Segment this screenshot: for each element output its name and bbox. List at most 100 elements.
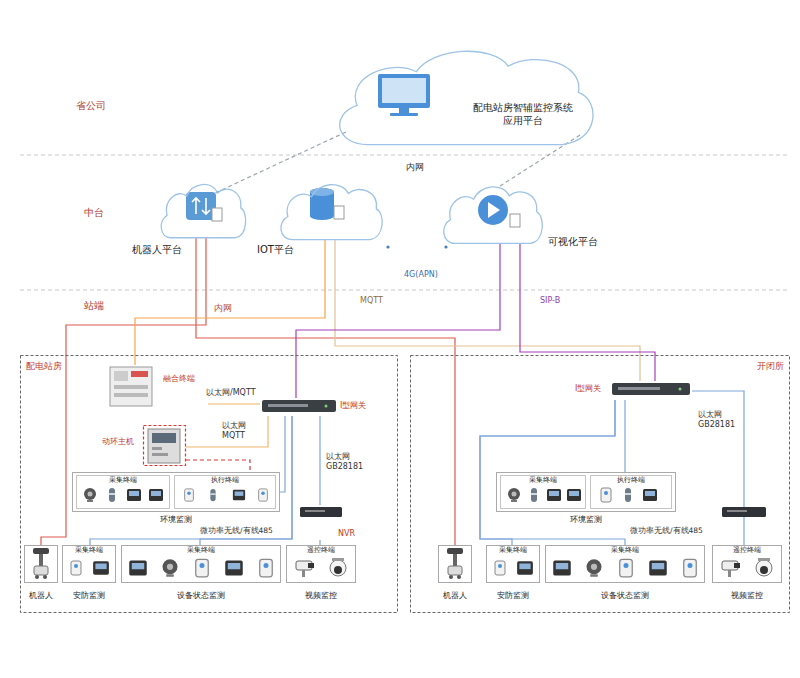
actuator-icon (601, 488, 611, 502)
video-icon (478, 195, 508, 225)
gateway-switch (618, 387, 660, 390)
database-icon (334, 206, 344, 219)
robot-icon (33, 548, 49, 579)
nvr-device (300, 507, 342, 517)
camera-icon (756, 558, 772, 576)
node-label: 机器人 (438, 591, 472, 601)
edge-label: 以太网/MQTT (206, 388, 256, 398)
node-label: 融合终端 (163, 374, 195, 384)
fusion-terminal-cabinet (110, 367, 152, 406)
computer-icon (399, 108, 409, 113)
video-icon (488, 202, 500, 218)
host-device (152, 447, 162, 450)
equipment-icon (587, 559, 602, 577)
monitor-group: 环境监测 采集终端执行终端 (496, 472, 676, 526)
robot-icon (447, 548, 463, 579)
box-outline (546, 546, 705, 583)
box-outline (497, 473, 676, 512)
node-label: 配电站房 (26, 361, 62, 372)
gateway: I型网关 (572, 381, 692, 400)
dot (386, 245, 389, 248)
actuator-icon (643, 489, 657, 501)
node-label: 采集终端 (545, 546, 705, 555)
node-label: 设备状态监测 (121, 591, 281, 601)
node-label: 执行终端 (174, 476, 276, 485)
fusion-terminal-cabinet (114, 385, 148, 389)
connector (186, 460, 250, 472)
equipment-icon (163, 559, 178, 577)
sensor-icon (508, 488, 520, 502)
nvr-device (727, 510, 747, 512)
equipment-icon (620, 559, 633, 577)
free-label: SIP-B (540, 296, 560, 306)
host-device (152, 433, 176, 443)
station-region: 开闭所I型网关环境监测采集终端执行终端机器人采集终端安防监测采集终端设备状态监测… (410, 355, 790, 613)
node-label: 环境监测 (496, 515, 676, 525)
box-outline (175, 476, 276, 509)
equipment-icon (196, 559, 209, 577)
sensor-icon (109, 488, 115, 502)
box-outline (439, 546, 472, 583)
fusion-terminal-cabinet (114, 393, 148, 397)
monitor-group: 采集终端设备状态监测 (121, 545, 281, 607)
node-label: 可视化平台 (548, 236, 598, 249)
monitor-group: 环境监测采集终端执行终端 (72, 472, 280, 526)
sensor-icon (84, 488, 96, 502)
terminal-group: 采集终端 (500, 475, 586, 509)
free-label: 省公司 (76, 100, 106, 113)
node-label: 机器人平台 (132, 244, 182, 257)
dot (444, 245, 447, 248)
monitor-group: 采集终端安防监测 (486, 545, 540, 607)
free-label: MQTT (360, 296, 383, 306)
node-outline (330, 40, 600, 152)
node-outline (410, 355, 790, 613)
node-label: NVR (338, 529, 355, 539)
connector (319, 416, 320, 505)
fusion-terminal-cabinet (110, 367, 152, 406)
exchange-icon (192, 198, 210, 214)
connector (319, 540, 320, 545)
tier-separator (20, 155, 790, 156)
monitor-group: 采集终端设备状态监测 (545, 545, 705, 607)
gateway-switch (612, 383, 690, 395)
robot-box: 机器人 (438, 545, 472, 607)
fusion-terminal: 融合终端 (108, 365, 208, 408)
video-icon (478, 195, 520, 227)
cloud-outline (444, 187, 542, 244)
actuator-icon (259, 489, 268, 501)
computer-icon (378, 74, 430, 108)
camera-icon (330, 558, 346, 576)
actuator-icon (625, 488, 631, 502)
free-label: 以太网 GB28181 (698, 410, 738, 430)
node-outline (440, 180, 545, 248)
node-label: 视频监控 (712, 591, 782, 601)
nvr-device (722, 507, 766, 517)
box-outline (591, 476, 672, 509)
actuator-icon (210, 489, 215, 501)
host-device (152, 453, 168, 456)
equipment-icon (225, 561, 243, 576)
sensor-icon (127, 489, 141, 501)
fusion-terminal-cabinet (114, 371, 128, 381)
equipment-icon (649, 561, 667, 576)
node-label: 视频监控 (286, 591, 356, 601)
node-label: 环境监测 (72, 515, 280, 525)
node-label: IOT平台 (257, 244, 294, 257)
robot-box: 机器人 (24, 545, 58, 607)
box-outline (287, 546, 356, 583)
monitor-group: 采集终端安防监测 (62, 545, 116, 607)
node-label: I型网关 (340, 401, 366, 411)
box-outline (77, 476, 170, 509)
connector (624, 400, 625, 472)
node-label: 动环主机 (102, 437, 134, 447)
node-label: 执行终端 (590, 476, 672, 485)
actuator-icon (185, 489, 194, 501)
node-label: 安防监测 (486, 591, 540, 601)
gateway-switch (262, 400, 336, 412)
edge-label: 微功率无线/有线485 (630, 526, 703, 535)
connector (186, 416, 268, 447)
connector (208, 403, 260, 404)
computer-icon (390, 113, 418, 116)
sensor-icon (149, 489, 163, 501)
